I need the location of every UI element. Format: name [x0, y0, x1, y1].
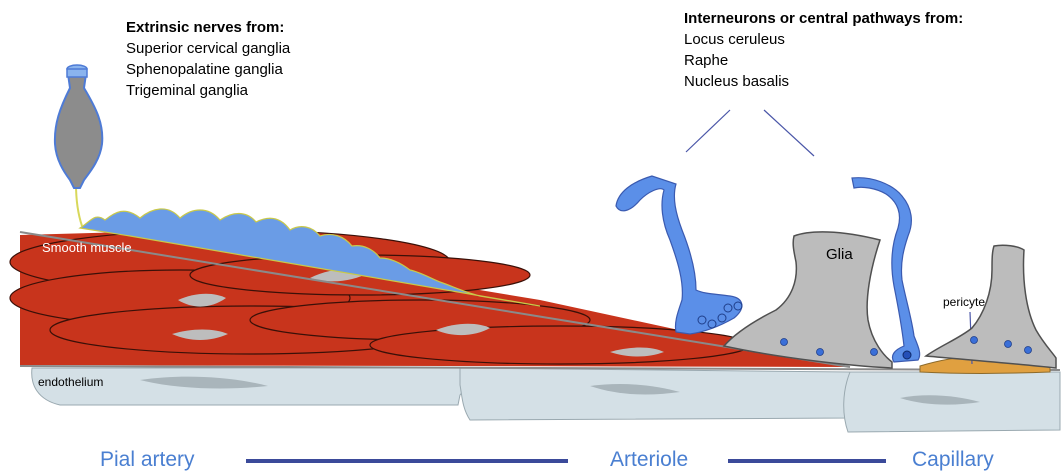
glia-cells: [724, 232, 1056, 368]
endothelium-label: endothelium: [38, 375, 103, 389]
glia-label: Glia: [826, 246, 853, 263]
interneuron-axon-left: [616, 176, 742, 334]
extrinsic-nerve-item: Sphenopalatine ganglia: [126, 59, 290, 80]
glia-vesicle: [1025, 347, 1032, 354]
pericyte-label: pericyte: [943, 295, 985, 309]
arteriole-label: Arteriole: [610, 448, 688, 472]
pial-artery-label: Pial artery: [100, 448, 195, 472]
interneurons-block: Interneurons or central pathways from: L…: [684, 10, 963, 92]
pathway-line-right: [764, 110, 814, 156]
glia-vesicle: [1005, 341, 1012, 348]
interneuron-source-item: Locus ceruleus: [684, 29, 963, 50]
interneuron-source-item: Raphe: [684, 50, 963, 71]
ganglion-axon-stalk: [67, 69, 87, 77]
interneurons-title: Interneurons or central pathways from:: [684, 10, 963, 27]
smooth-muscle-label: Smooth muscle: [42, 240, 132, 255]
glia-vesicle: [817, 349, 824, 356]
glia-vesicle: [871, 349, 878, 356]
nerve-fiber: [76, 184, 82, 226]
capillary-label: Capillary: [912, 448, 994, 472]
interneurons-list: Locus ceruleus Raphe Nucleus basalis: [684, 29, 963, 92]
extrinsic-nerve-item: Trigeminal ganglia: [126, 80, 290, 101]
ganglion-cell-body: [55, 74, 102, 188]
extrinsic-nerves-list: Superior cervical ganglia Sphenopalatine…: [126, 38, 290, 101]
extrinsic-nerves-title: Extrinsic nerves from:: [126, 19, 290, 36]
glia-vesicle: [971, 337, 978, 344]
axon-terminal-vesicle: [903, 351, 911, 359]
glia-cell-large: [724, 232, 892, 368]
interneuron-source-item: Nucleus basalis: [684, 71, 963, 92]
extrinsic-nerve-item: Superior cervical ganglia: [126, 38, 290, 59]
pathway-line-left: [686, 110, 730, 152]
glia-vesicle: [781, 339, 788, 346]
extrinsic-nerves-block: Extrinsic nerves from: Superior cervical…: [126, 19, 290, 101]
endothelium-layer: [32, 368, 1060, 432]
